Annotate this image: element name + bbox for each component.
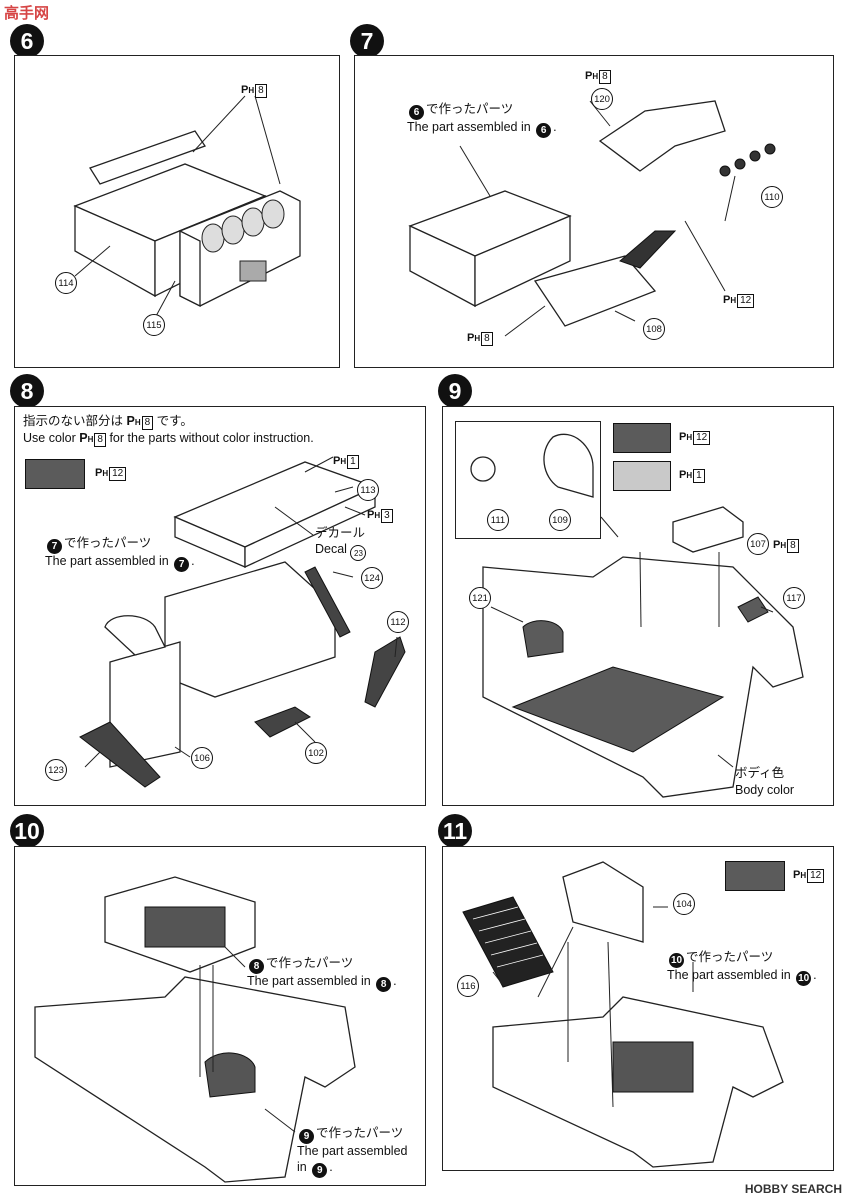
- part-114: 114: [55, 272, 77, 294]
- part-116: 116: [457, 975, 479, 997]
- watermark: 高手网: [4, 5, 50, 22]
- part-107: 107: [747, 533, 769, 555]
- part-109: 109: [549, 509, 571, 531]
- part-124: 124: [361, 567, 383, 589]
- step-9-illustration: [470, 433, 804, 798]
- step-9-mini-badge-en: 9: [312, 1163, 328, 1178]
- step-11-ref-en: The part assembled in 10.: [667, 968, 817, 986]
- step-6-badge: 6: [10, 24, 44, 58]
- decal-label-en: Decal 23: [315, 541, 367, 561]
- step-10-illustration: [34, 876, 356, 1183]
- step-10-ref9-en1: The part assembled: [297, 1144, 408, 1158]
- step-7-badge: 7: [350, 24, 384, 58]
- step-11-illustration: [462, 861, 784, 1168]
- step-9-mini-badge: 9: [299, 1129, 314, 1144]
- step-7-ref-en: The part assembled in 6.: [407, 120, 557, 138]
- step-10-ref9-en2: in 9.: [297, 1160, 333, 1178]
- dark-gray-swatch: [725, 861, 785, 891]
- dark-gray-swatch: [613, 423, 671, 453]
- step-7-illustration: [408, 100, 776, 337]
- part-120: 120: [591, 88, 613, 110]
- part-104: 104: [673, 893, 695, 915]
- step-8-mini-badge: 8: [249, 959, 264, 974]
- step-8-illustration: [79, 456, 406, 788]
- decal-number: 23: [350, 545, 367, 561]
- part-121: 121: [469, 587, 491, 609]
- step-6-illustration: [73, 95, 301, 319]
- step-8-badge: 8: [10, 374, 44, 408]
- step-6-mini-badge-en: 6: [536, 123, 552, 138]
- part-112: 112: [387, 611, 409, 633]
- decal-label-jp: デカール: [315, 526, 366, 540]
- part-102: 102: [305, 742, 327, 764]
- part-113: 113: [357, 479, 379, 501]
- step-9-badge: 9: [438, 374, 472, 408]
- step-8-mini-badge-en: 8: [376, 977, 392, 992]
- step-10-badge: 10: [10, 814, 44, 848]
- part-111: 111: [487, 509, 509, 531]
- step-11-badge: 11: [438, 814, 472, 848]
- step-6-mini-badge: 6: [409, 105, 424, 120]
- body-color-en: Body color: [735, 783, 795, 797]
- part-106: 106: [191, 747, 213, 769]
- step-10-mini-badge-en: 10: [796, 971, 812, 986]
- part-115: 115: [143, 314, 165, 336]
- step-7-mini-badge-en: 7: [174, 557, 190, 572]
- step-7-mini-badge: 7: [47, 539, 62, 554]
- body-color-jp: ボディ色: [735, 766, 785, 780]
- hobby-search-logo: HOBBY SEARCH: [744, 1182, 842, 1196]
- light-gray-swatch: [613, 461, 671, 491]
- part-123: 123: [45, 759, 67, 781]
- part-108: 108: [643, 318, 665, 340]
- dark-gray-swatch: [25, 459, 85, 489]
- step-8-ref-en: The part assembled in 7.: [45, 554, 195, 572]
- step-10-ref8-en: The part assembled in 8.: [247, 974, 397, 992]
- part-117: 117: [783, 587, 805, 609]
- part-110: 110: [761, 186, 783, 208]
- step-10-mini-badge: 10: [669, 953, 684, 968]
